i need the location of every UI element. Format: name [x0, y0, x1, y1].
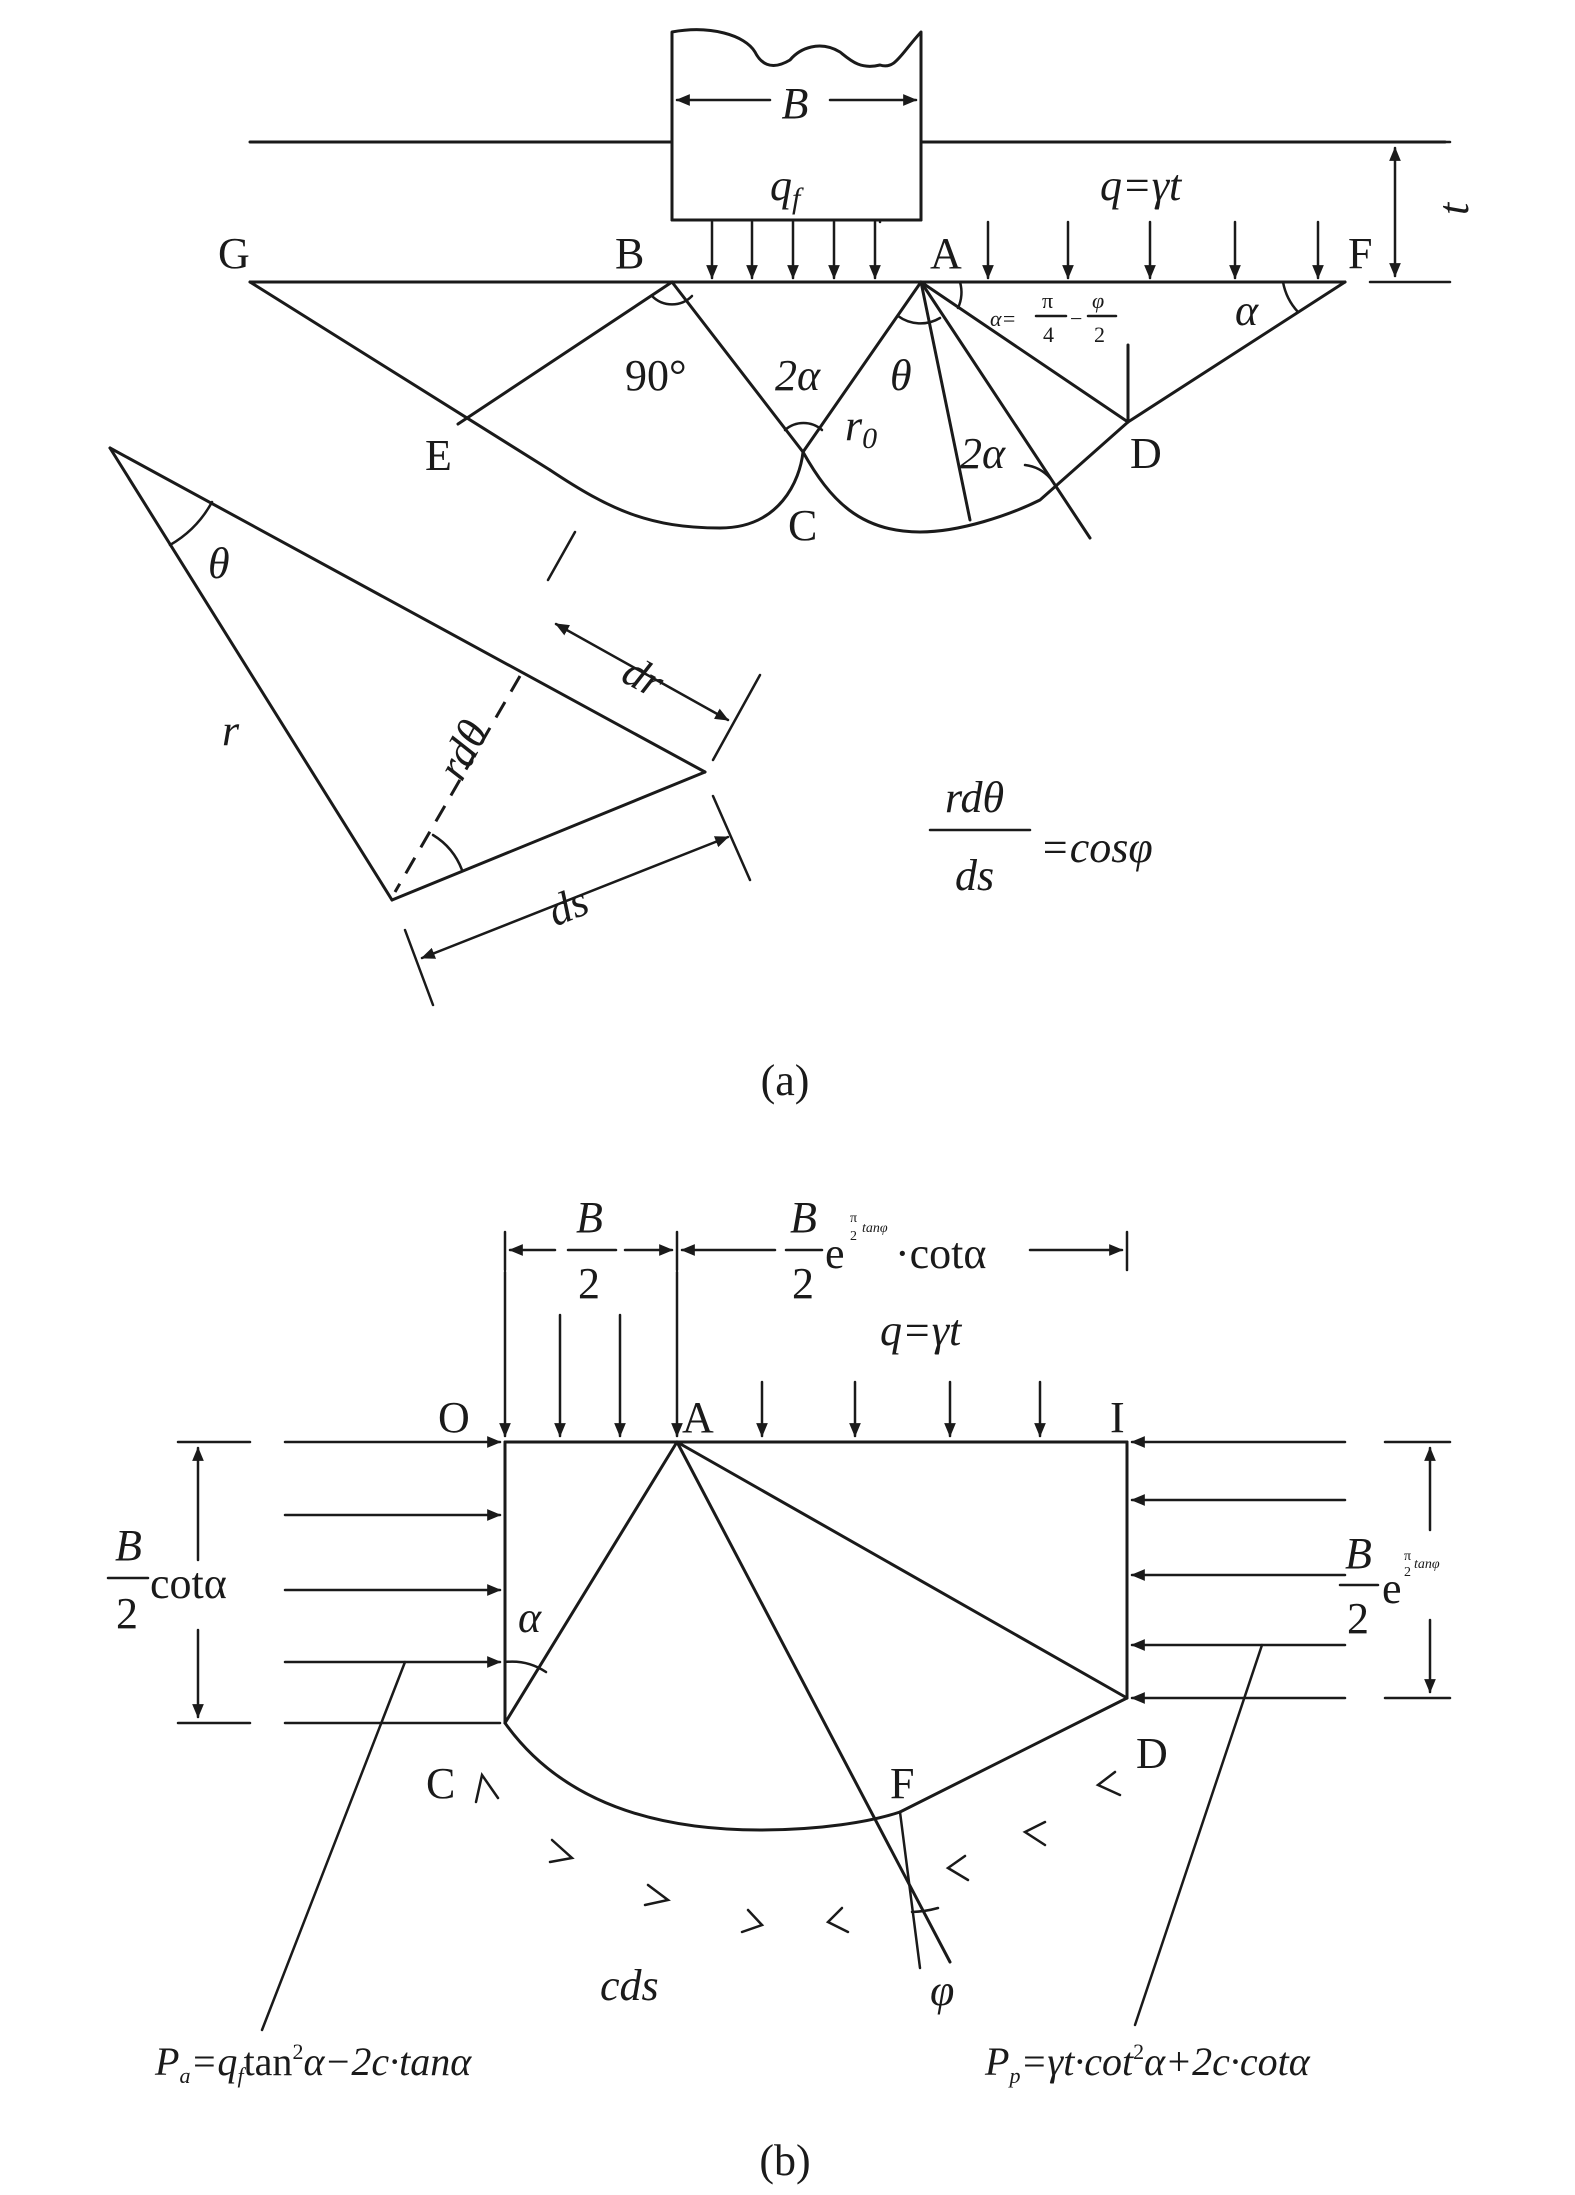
alpha-definition: α= π 4 − φ 2 — [990, 288, 1118, 347]
angle-arc-phi — [910, 1906, 940, 1914]
point-C: C — [788, 501, 817, 550]
dimension-left: B 2 cotα — [106, 1440, 252, 1725]
leader-Pa — [260, 1660, 407, 2032]
svg-text:=cosφ: =cosφ — [1040, 823, 1153, 872]
label-qf: qf — [770, 161, 804, 215]
angle-90: 90° — [625, 351, 687, 400]
svg-text:ds: ds — [955, 851, 994, 900]
svg-text:π: π — [1404, 1549, 1411, 1564]
caption-b: (b) — [759, 2136, 810, 2185]
cohesion-chevrons — [474, 1770, 1122, 1934]
svg-text:α=: α= — [990, 306, 1016, 331]
differential-element: θ r rdθ dr ds — [108, 446, 762, 1007]
figure-b: B 2 B 2 e π 2 tanφ ·cotα q=γt — [106, 1193, 1452, 2185]
point-G: G — [218, 229, 250, 278]
element-r: r — [222, 706, 240, 755]
label-t: t — [1429, 201, 1478, 215]
svg-text:tanφ: tanφ — [862, 1221, 888, 1236]
point-B: B — [615, 229, 644, 278]
failure-mechanism-lines — [248, 280, 1347, 540]
point-C-b: C — [426, 1759, 455, 1808]
svg-text:B: B — [115, 1521, 142, 1570]
dimension-right: B 2 e π 2 tanφ — [1338, 1440, 1452, 1700]
label-q-a: q=γt — [1100, 161, 1183, 210]
svg-text:tanφ: tanφ — [1414, 1557, 1440, 1572]
element-ds: ds — [541, 876, 596, 936]
svg-text:π: π — [850, 1211, 857, 1226]
svg-text:2: 2 — [1404, 1565, 1411, 1580]
angle-alpha-b: α — [518, 1593, 542, 1642]
surcharge-arrows-a — [982, 220, 1324, 280]
svg-text:2: 2 — [1347, 1594, 1369, 1643]
point-O: O — [438, 1393, 470, 1442]
point-A-b: A — [682, 1393, 714, 1442]
svg-text:π: π — [1042, 288, 1053, 313]
svg-text:2: 2 — [116, 1589, 138, 1638]
svg-text:e: e — [1382, 1564, 1402, 1613]
svg-text:B: B — [790, 1193, 817, 1242]
svg-text:·cotα: ·cotα — [895, 1229, 986, 1278]
figure-a: B t qf q=γt — [108, 28, 1478, 1105]
footing — [670, 28, 923, 222]
formula-Pp: Pp=γt·cot2α+2c·cotα — [984, 2039, 1311, 2088]
right-pressure-arrows — [1130, 1436, 1347, 1704]
load-arrows-b — [499, 1270, 1046, 1438]
svg-text:B: B — [1345, 1529, 1372, 1578]
mechanism-outline-b — [503, 1440, 1129, 1970]
angle-2alpha-b: 2α — [960, 429, 1006, 478]
formula-Pa: Pa=qftan2α−2c·tanα — [154, 2039, 472, 2088]
label-r0: r0 — [845, 401, 877, 455]
dimension-t: t — [1368, 140, 1478, 284]
svg-text:rdθ: rdθ — [945, 773, 1004, 822]
dimension-top: B 2 B 2 e π 2 tanφ ·cotα — [503, 1193, 1129, 1308]
point-A: A — [930, 229, 962, 278]
caption-a: (a) — [761, 1056, 810, 1105]
element-rdtheta: rdθ — [427, 712, 498, 787]
point-D: D — [1130, 429, 1162, 478]
angle-alpha-a: α — [1235, 286, 1259, 335]
cos-phi-formula: rdθ ds =cosφ — [928, 773, 1153, 900]
svg-text:cotα: cotα — [150, 1559, 227, 1608]
angle-theta-a: θ — [890, 351, 912, 400]
label-q-b: q=γt — [880, 1306, 963, 1355]
svg-text:2: 2 — [792, 1259, 814, 1308]
svg-text:e: e — [825, 1229, 845, 1278]
point-D-b: D — [1136, 1729, 1168, 1778]
dimension-B: B — [675, 79, 918, 128]
footing-load-arrows — [706, 220, 882, 280]
point-F: F — [1348, 229, 1372, 278]
angle-phi: φ — [930, 1966, 954, 2015]
label-B: B — [782, 79, 809, 128]
svg-text:φ: φ — [1092, 288, 1104, 313]
svg-text:2: 2 — [1094, 322, 1105, 347]
point-E: E — [425, 431, 452, 480]
label-cds: cds — [600, 1961, 659, 2010]
angle-2alpha-a: 2α — [775, 351, 821, 400]
angle-arcs-a — [650, 280, 1300, 480]
point-F-b: F — [890, 1759, 914, 1808]
element-theta: θ — [208, 539, 230, 588]
angle-arc-alpha-b — [503, 1660, 548, 1674]
svg-text:−: − — [1070, 306, 1082, 331]
svg-text:4: 4 — [1043, 322, 1054, 347]
element-dr: dr — [615, 646, 673, 708]
point-I: I — [1110, 1393, 1125, 1442]
svg-text:2: 2 — [850, 1229, 857, 1244]
svg-text:2: 2 — [578, 1259, 600, 1308]
svg-text:B: B — [576, 1193, 603, 1242]
left-pressure-arrows — [283, 1436, 502, 1725]
leader-Pp — [1133, 1643, 1264, 2027]
